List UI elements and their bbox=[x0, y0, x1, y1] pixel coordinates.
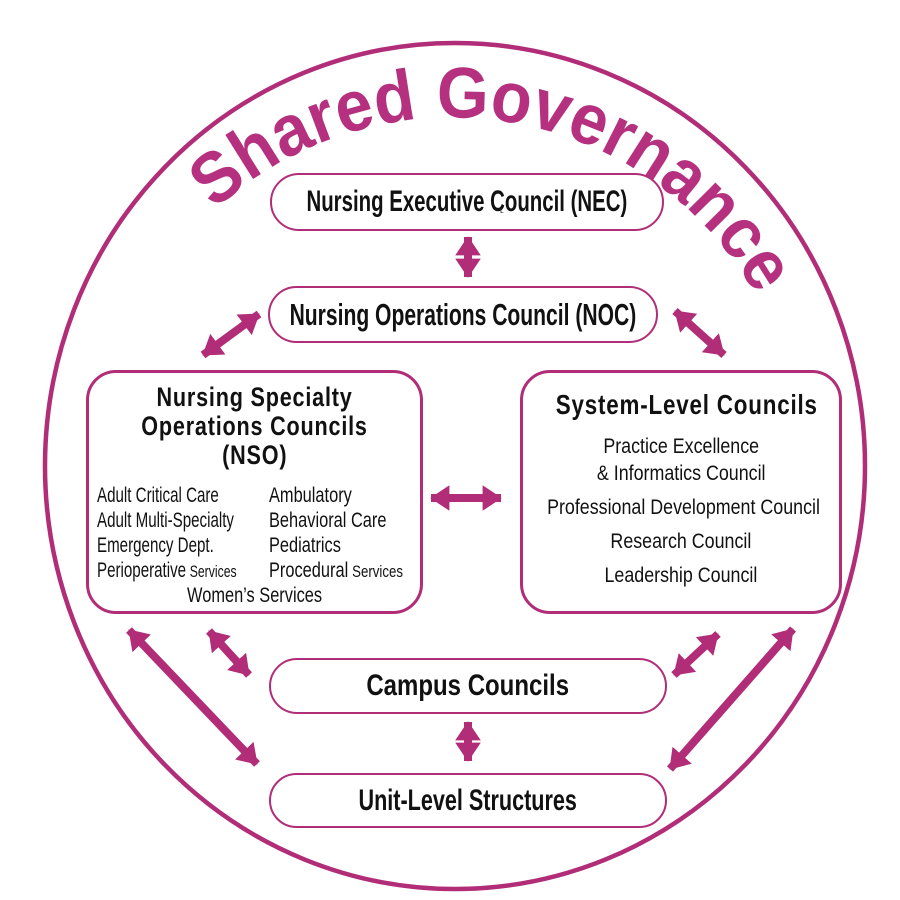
node-campus: Campus Councils bbox=[269, 658, 667, 714]
nso-left-column: Adult Critical Care Adult Multi-Specialt… bbox=[97, 483, 292, 583]
list-item: Leadership Council bbox=[604, 564, 758, 587]
noc-label: Nursing Operations Council (NOC) bbox=[289, 296, 637, 332]
node-noc: Nursing Operations Council (NOC) bbox=[268, 286, 658, 343]
slc-title: System-Level Councils bbox=[555, 389, 818, 420]
arrow-slc-campus bbox=[671, 631, 721, 678]
arrow-slc-unit bbox=[666, 626, 797, 772]
nso-right-column: Ambulatory Behavioral Care Pediatrics Pr… bbox=[269, 483, 441, 583]
node-nso: Nursing Specialty Operations Councils (N… bbox=[86, 370, 423, 614]
list-item: Emergency Dept. bbox=[97, 534, 214, 557]
campus-label: Campus Councils bbox=[366, 669, 570, 702]
nso-title: Nursing Specialty Operations Councils (N… bbox=[141, 382, 368, 470]
list-item: Ambulatory bbox=[269, 484, 352, 507]
list-item: Adult Multi-Specialty bbox=[97, 509, 234, 532]
governance-circle bbox=[42, 40, 868, 892]
list-item: Adult Critical Care bbox=[97, 484, 219, 507]
slc-items: Practice Excellence & Informatics Counci… bbox=[523, 433, 839, 589]
list-item: Behavioral Care bbox=[269, 509, 387, 532]
arrow-nso-campus bbox=[206, 628, 252, 678]
node-nec: Nursing Executive Council (NEC) bbox=[270, 173, 664, 231]
list-item: Women’s Services bbox=[186, 584, 323, 607]
nec-label: Nursing Executive Council (NEC) bbox=[306, 185, 628, 218]
list-item: Professional Development Council bbox=[547, 496, 820, 519]
node-slc: System-Level Councils Practice Excellenc… bbox=[520, 370, 842, 614]
arrow-noc-slc bbox=[672, 308, 727, 358]
unit-label: Unit-Level Structures bbox=[358, 783, 578, 817]
stray-mark: ʟ bbox=[500, 205, 504, 215]
list-item: Practice Excellence & Informatics Counci… bbox=[596, 435, 766, 485]
list-item: Research Council bbox=[610, 530, 752, 553]
arrow-left-unit bbox=[126, 627, 260, 767]
arrow-noc-nso bbox=[200, 310, 262, 359]
node-unit: Unit-Level Structures bbox=[269, 773, 667, 828]
list-item: Pediatrics bbox=[269, 534, 341, 557]
